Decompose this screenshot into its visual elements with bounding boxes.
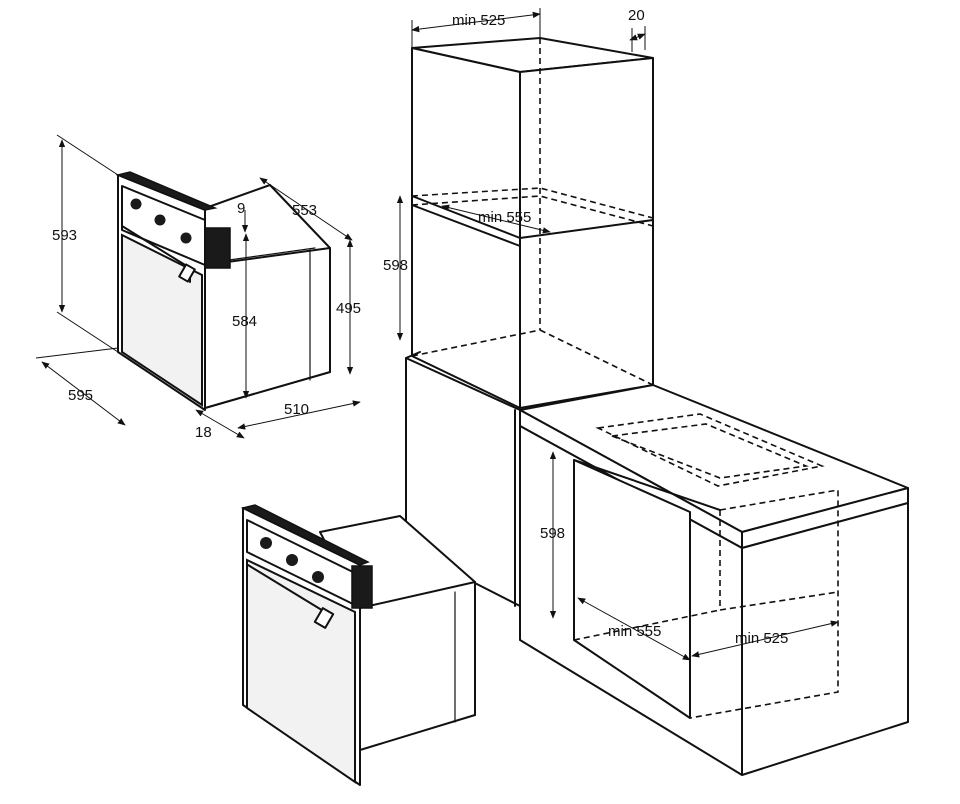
knob-icon: [154, 214, 166, 226]
dim-panel-thickness-label: 18: [195, 424, 212, 441]
knob-icon: [130, 198, 142, 210]
tall-back-gap-label: 20: [628, 7, 645, 24]
under-counter-cabinet: 598 min 555 min 525: [519, 384, 909, 776]
display-panel: [204, 227, 231, 269]
dim-depth-label: 553: [292, 202, 317, 219]
tall-min-depth-label: min 555: [478, 209, 531, 226]
dim-body-depth-label: 510: [284, 401, 309, 418]
tall-min-width-label: min 525: [452, 12, 505, 29]
dim-width-label: 595: [68, 387, 93, 404]
knob-icon: [286, 554, 298, 566]
base-min-depth-label: min 555: [608, 623, 661, 640]
knob-icon: [260, 537, 272, 549]
tall-cutout-height-label: 598: [383, 257, 408, 274]
oven-insert-drawing: [240, 504, 476, 786]
cabinet-front: [411, 47, 521, 409]
oven-dimension-drawing: 593 595 553 9 584 495 510 18: [35, 134, 361, 441]
knob-icon: [180, 232, 192, 244]
dim-body-height-label: 584: [232, 313, 257, 330]
oven-box-side: [359, 581, 476, 751]
base-min-width-label: min 525: [735, 630, 788, 647]
display-panel: [351, 565, 373, 609]
dim-height-label: 593: [52, 227, 77, 244]
hob-cutout: [595, 413, 825, 487]
tall-cabinet: min 525 20 min 555 598: [383, 7, 654, 607]
dim-side-height-label: 495: [336, 300, 361, 317]
dim-top-gap-label: 9: [237, 200, 245, 217]
base-cutout-height-label: 598: [540, 525, 565, 542]
knob-icon: [312, 571, 324, 583]
oven-body-side: [204, 247, 331, 409]
